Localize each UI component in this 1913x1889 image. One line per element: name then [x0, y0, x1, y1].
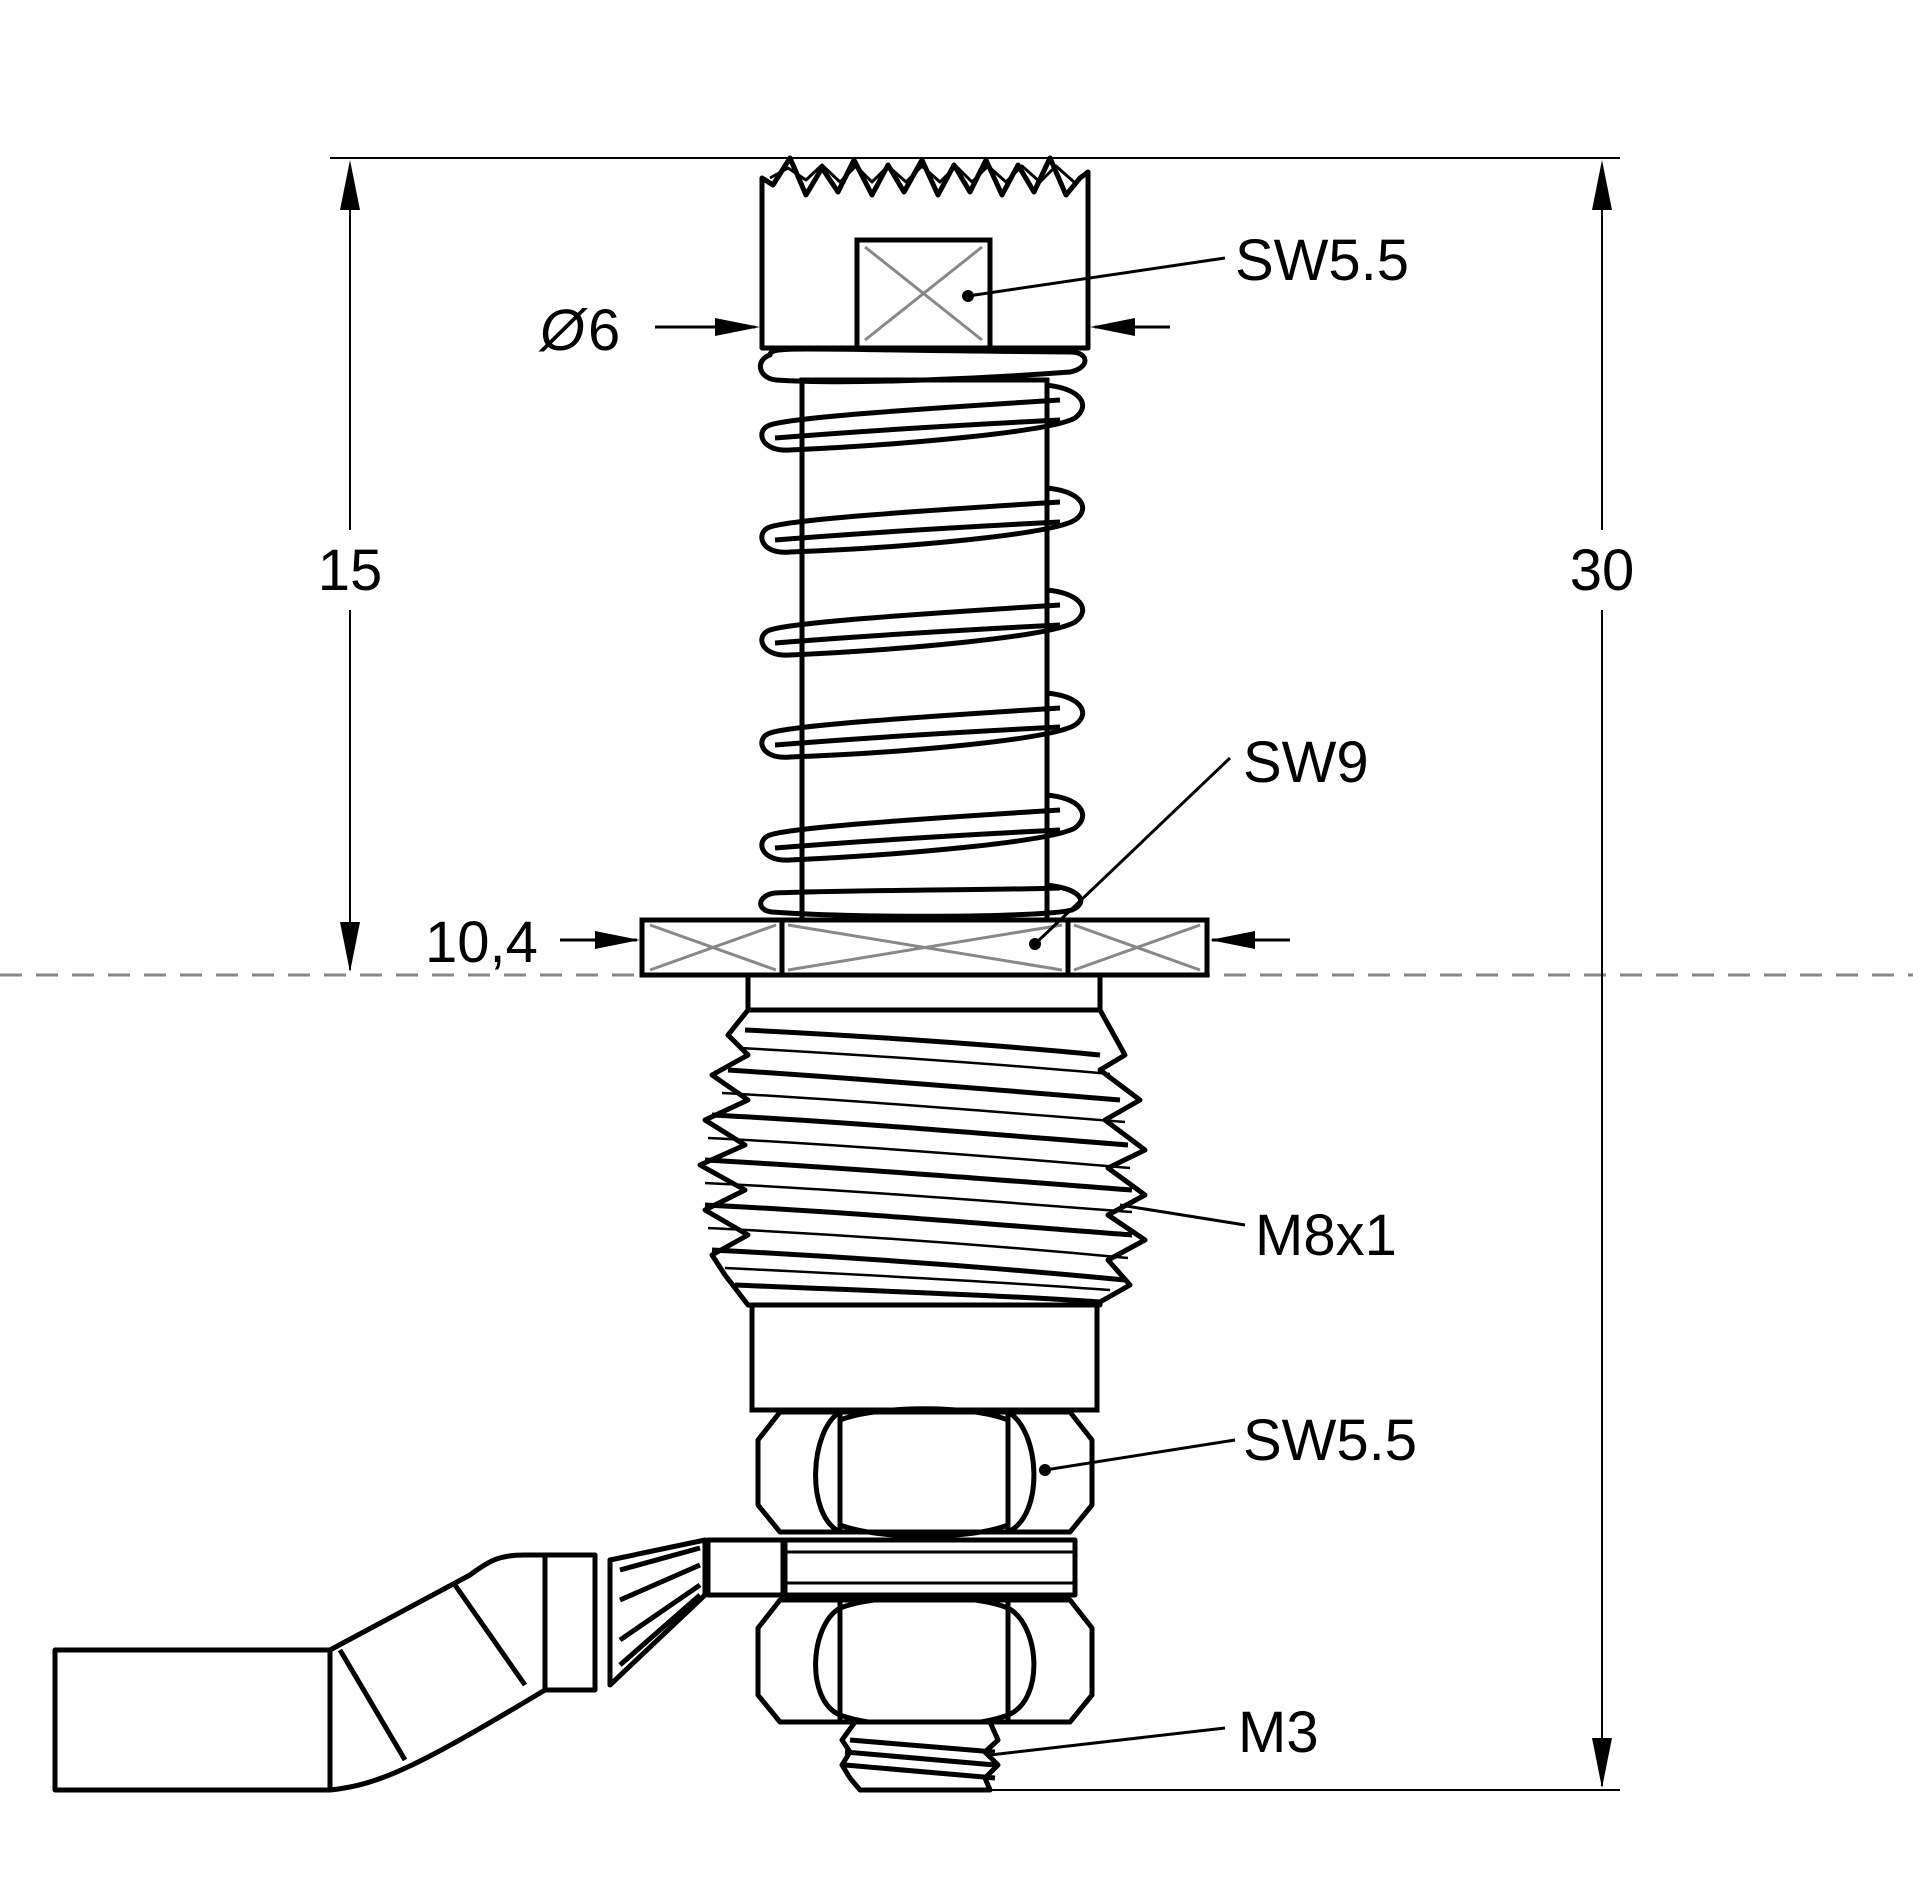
cable-lug [705, 1537, 1078, 1598]
diameter-symbol: Ø [538, 298, 588, 363]
dimension-diameter-6: Ø 6 [538, 298, 1170, 363]
collar-diameter-label: 10,4 [425, 910, 538, 975]
thread-tip-label: M3 [1238, 1700, 1319, 1765]
compression-spring [758, 346, 1088, 919]
hex-socket-top [854, 237, 993, 351]
extension-lines [330, 157, 1620, 1791]
threaded-body [697, 972, 1148, 1308]
wrench-size-nut-label: SW5.5 [1243, 1408, 1417, 1473]
hex-collar [639, 917, 1210, 978]
diameter-value-label: 6 [588, 298, 620, 363]
dimension-total-length-label: 30 [1570, 538, 1635, 603]
dimension-collar-diameter: 10,4 [425, 910, 1290, 975]
cable [52, 1537, 708, 1793]
dimension-total-length: 30 [1570, 160, 1635, 1788]
lower-sleeve [749, 1302, 1100, 1413]
hex-nut-upper [755, 1406, 1095, 1539]
leader-lines [967, 256, 1246, 1757]
thread-main-label: M8x1 [1255, 1203, 1397, 1268]
wrench-size-collar-label: SW9 [1243, 730, 1369, 795]
dimension-upper-length: 15 [318, 160, 383, 972]
dimension-upper-length-label: 15 [318, 538, 383, 603]
wrench-size-top-label: SW5.5 [1235, 228, 1409, 293]
hex-nut-lower [755, 1594, 1095, 1729]
thread-tip [839, 1719, 1001, 1793]
